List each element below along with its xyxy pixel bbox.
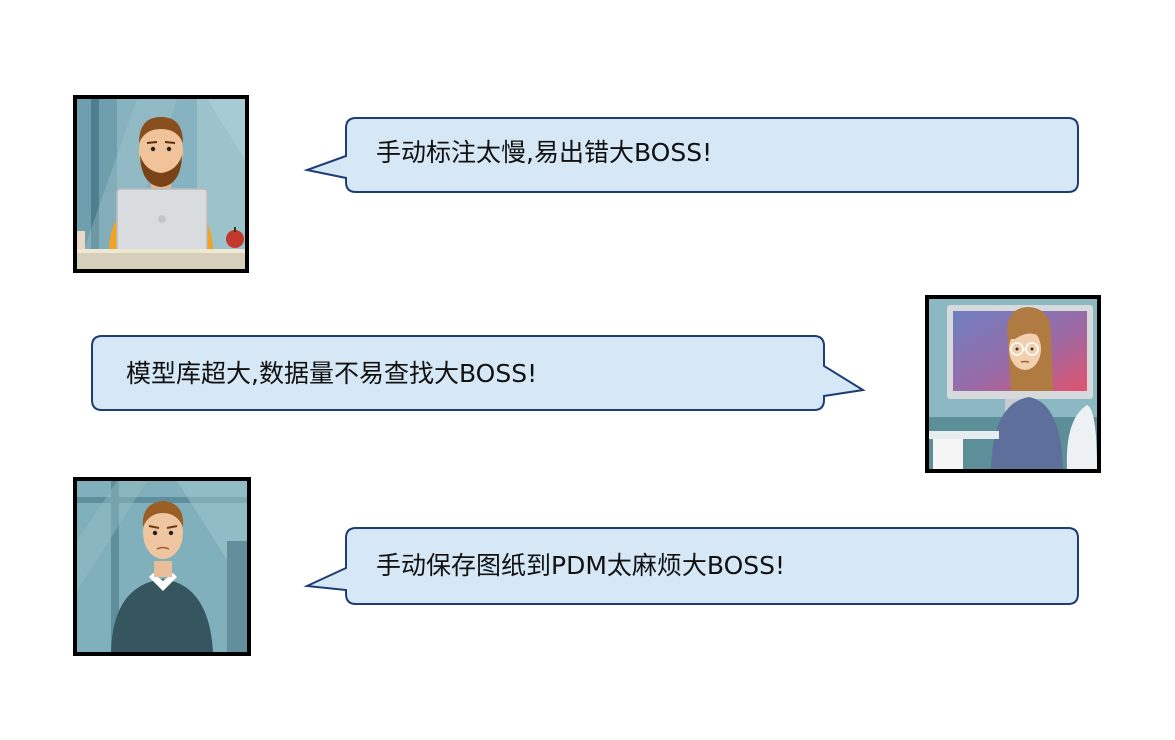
woman-monitor-illustration: [929, 299, 1097, 469]
avatar-woman-monitor: [925, 295, 1101, 473]
man-laptop-illustration: [77, 99, 245, 269]
bubble-2-shape: [91, 335, 866, 411]
message-1-text: 手动标注太慢,易出错大BOSS!: [376, 138, 713, 167]
bubble-3-shape: [303, 527, 1079, 605]
bubble-1-shape: [303, 117, 1079, 193]
speech-bubble-3: [303, 527, 1079, 605]
speech-bubble-2: [91, 335, 866, 411]
avatar-man-standing: [73, 477, 251, 656]
message-2-text: 模型库超大,数据量不易查找大BOSS!: [126, 359, 538, 388]
man-standing-illustration: [77, 481, 247, 652]
speech-bubble-1: [303, 117, 1079, 193]
avatar-man-laptop: [73, 95, 249, 273]
message-3-text: 手动保存图纸到PDM太麻烦大BOSS!: [376, 551, 786, 580]
